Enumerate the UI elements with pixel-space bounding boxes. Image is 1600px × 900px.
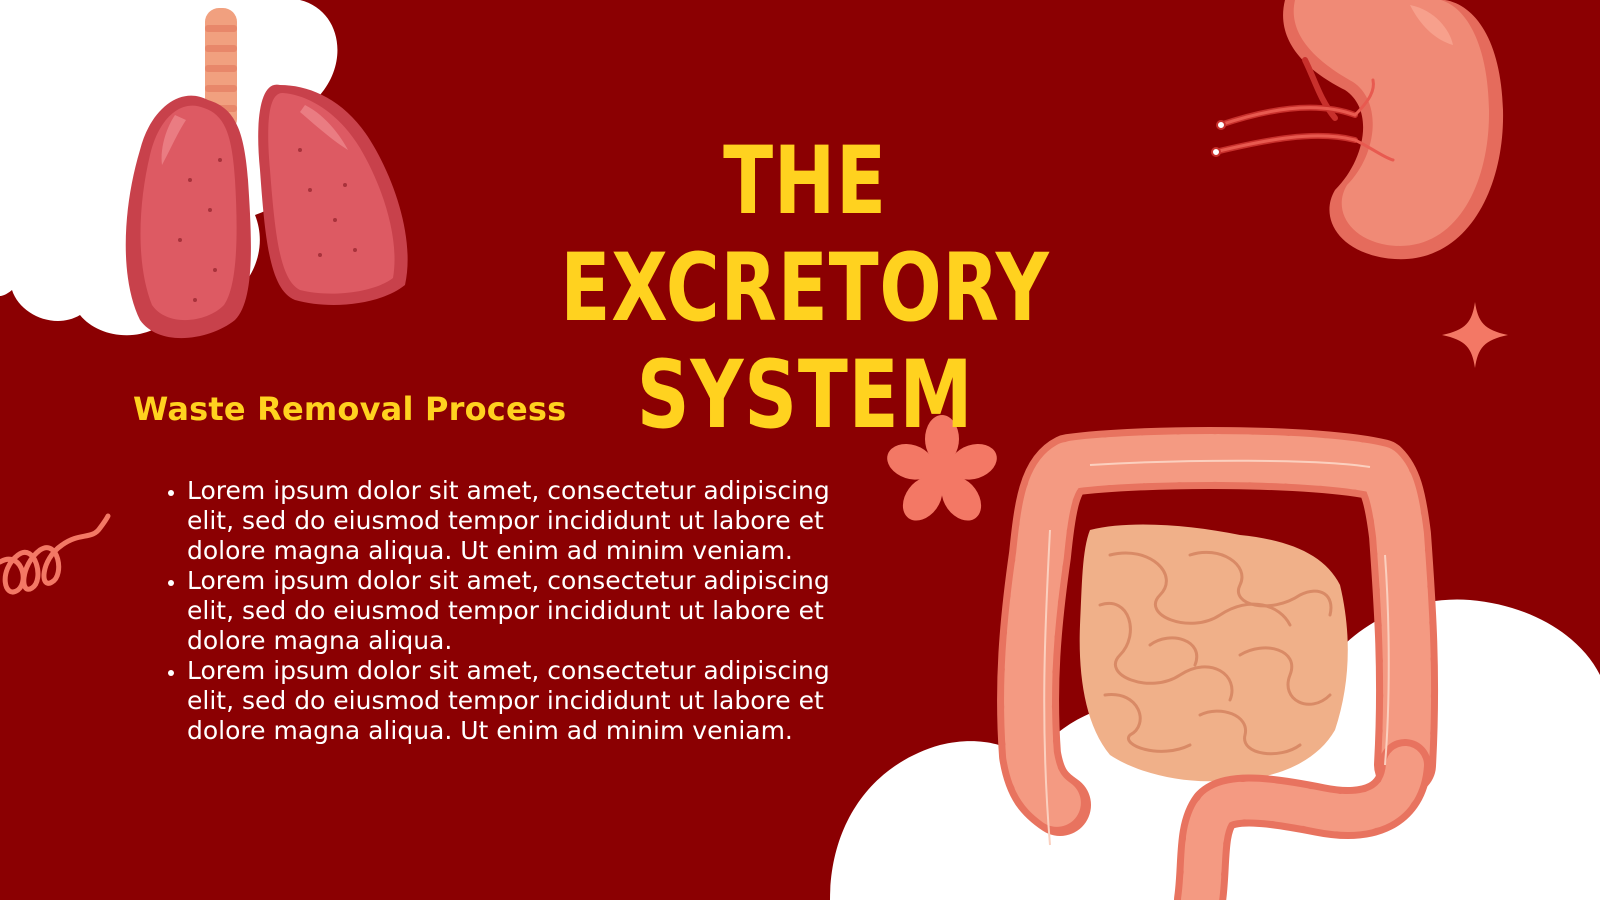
squiggle-icon [0,513,111,595]
title-line-2: SYSTEM [636,341,974,451]
bullet-item: Lorem ipsum dolor sit amet, consectetur … [187,656,877,746]
section-subtitle: Waste Removal Process [133,390,567,428]
title-line-1: THE EXCRETORY [560,127,1050,344]
bullet-list: Lorem ipsum dolor sit amet, consectetur … [160,476,877,746]
bullet-item: Lorem ipsum dolor sit amet, consectetur … [187,476,877,566]
sparkle-icon [1442,302,1508,368]
intestines-icon [997,427,1439,900]
kidney-icon [1211,0,1504,260]
page-title: THE EXCRETORY SYSTEM [513,127,1098,451]
lungs-icon [125,8,408,339]
flower-icon [887,415,997,521]
bullet-item: Lorem ipsum dolor sit amet, consectetur … [187,566,877,656]
